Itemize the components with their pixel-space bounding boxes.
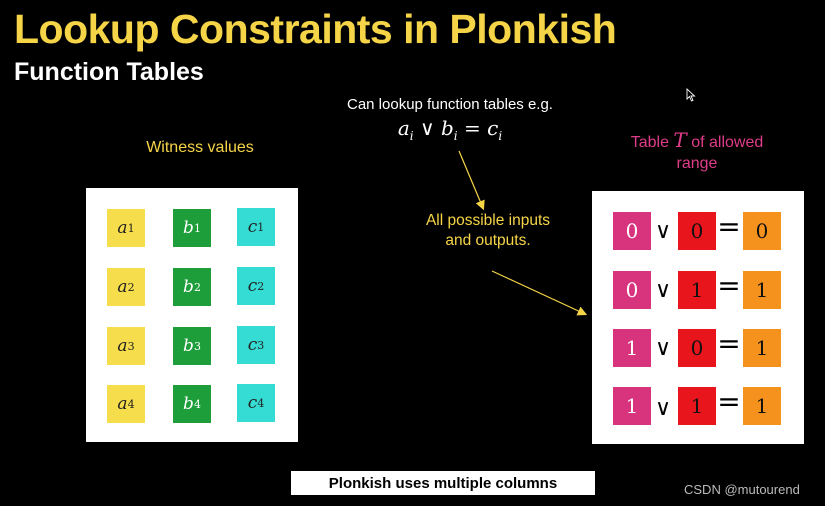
table-label-symbol: T: [673, 128, 687, 152]
equals-symbol: =: [717, 209, 741, 243]
range-a-row4: 1: [613, 387, 651, 425]
table-label-pre: Table: [630, 134, 674, 151]
or-symbol: ∨: [654, 218, 672, 244]
lookup-caption: Can lookup function tables e.g.: [347, 96, 553, 113]
slide-title: Lookup Constraints in Plonkish: [14, 6, 617, 52]
formula-b: b: [440, 116, 454, 140]
formula-or: ∨: [413, 116, 441, 140]
range-c-row2: 1: [743, 271, 781, 309]
range-b-row1: 0: [678, 212, 716, 250]
formula-c: c: [487, 116, 499, 140]
slide-subtitle: Function Tables: [14, 58, 204, 86]
watermark: CSDN @mutourend: [684, 482, 800, 497]
arrow-label-to-table: [491, 270, 588, 316]
range-b-row2: 1: [678, 271, 716, 309]
bottom-caption: Plonkish uses multiple columns: [291, 471, 595, 495]
range-a-row2: 0: [613, 271, 651, 309]
possible-io-label: All possible inputs and outputs.: [425, 212, 551, 249]
table-t-label: Table T of allowed range: [612, 130, 782, 174]
or-symbol: ∨: [654, 335, 672, 361]
range-a-row3: 1: [613, 329, 651, 367]
or-formula: ai ∨ bi = ci: [330, 116, 570, 143]
range-table: 0 ∨ 0 = 0 0 ∨ 1 = 1 1 ∨ 0 = 1 1 ∨ 1 = 1: [592, 191, 804, 444]
range-a-row1: 0: [613, 212, 651, 250]
table-label-post: of allowed range: [676, 134, 764, 172]
equals-symbol: =: [717, 384, 741, 418]
equals-symbol: =: [717, 326, 741, 360]
range-c-row4: 1: [743, 387, 781, 425]
arrow-formula-to-label: [458, 150, 485, 211]
witness-values-label: Witness values: [146, 139, 254, 156]
or-symbol: ∨: [654, 395, 672, 421]
formula-a-sub: i: [409, 129, 414, 143]
formula-eq: =: [457, 116, 488, 140]
formula-a: a: [397, 116, 410, 140]
or-symbol: ∨: [654, 277, 672, 303]
formula-b-sub: i: [453, 129, 458, 143]
range-b-row4: 1: [678, 387, 716, 425]
mouse-cursor-icon: [686, 88, 696, 102]
range-c-row1: 0: [743, 212, 781, 250]
equals-symbol: =: [717, 268, 741, 302]
formula-c-sub: i: [498, 129, 503, 143]
range-b-row3: 0: [678, 329, 716, 367]
range-c-row3: 1: [743, 329, 781, 367]
